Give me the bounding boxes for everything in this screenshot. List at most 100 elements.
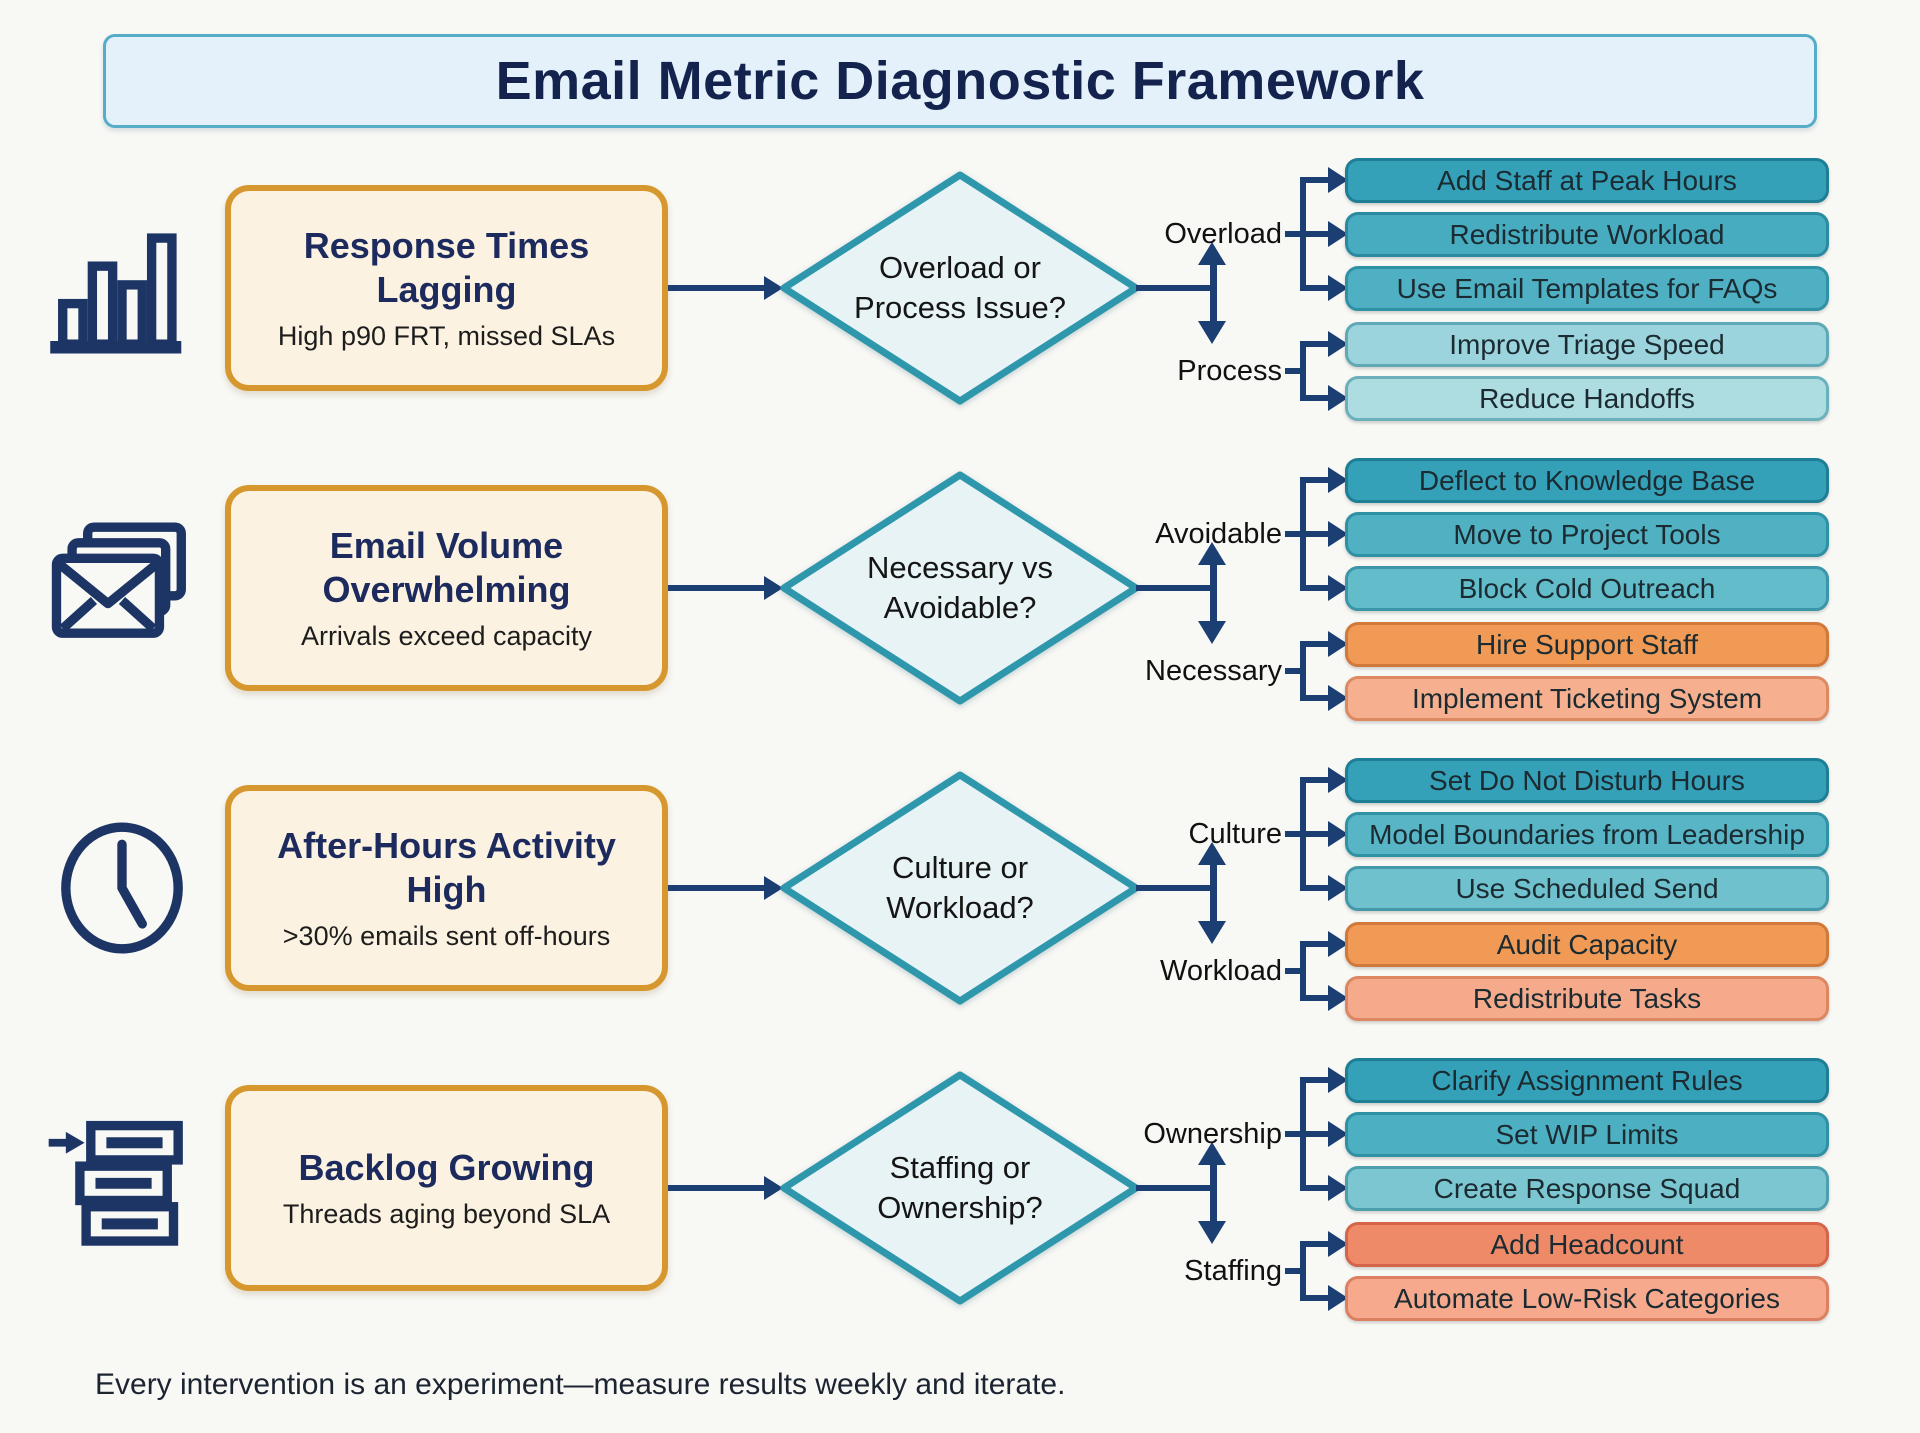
action-box: Redistribute Tasks — [1345, 976, 1829, 1021]
page-title-box: Email Metric Diagnostic Framework — [103, 34, 1817, 128]
branch-label-top: Culture — [1188, 818, 1283, 850]
action-box: Add Staff at Peak Hours — [1345, 158, 1829, 203]
connector-line — [1285, 368, 1302, 374]
connector-line — [1285, 231, 1302, 237]
clock-icon — [44, 810, 200, 966]
arrowhead-right-icon — [1328, 685, 1348, 711]
problem-title: Response Times Lagging — [303, 224, 590, 310]
action-box: Use Scheduled Send — [1345, 866, 1829, 911]
problem-box: Email Volume Overwhelming Arrivals excee… — [225, 485, 668, 691]
footer-note: Every intervention is an experiment—meas… — [95, 1368, 1066, 1401]
arrowhead-right-icon — [1328, 1175, 1348, 1201]
action-box: Reduce Handoffs — [1345, 376, 1829, 421]
connector-line — [1300, 285, 1332, 291]
connector-line — [1300, 395, 1332, 401]
action-box: Hire Support Staff — [1345, 622, 1829, 667]
connector-line — [1285, 531, 1302, 537]
arrowhead-right-icon — [764, 1176, 783, 1200]
connector-line — [1285, 668, 1302, 674]
envelopes-icon — [44, 510, 200, 666]
action-label: Reduce Handoffs — [1479, 382, 1695, 414]
branch-bracket — [1300, 1241, 1306, 1301]
problem-box: After-Hours Activity High >30% emails se… — [225, 785, 668, 991]
arrowhead-right-icon — [764, 876, 783, 900]
connector-line — [1300, 941, 1332, 947]
decision-diamond — [780, 771, 1140, 1005]
branch-split-arrow — [1210, 564, 1217, 622]
connector-line — [1300, 1241, 1332, 1247]
action-box: Audit Capacity — [1345, 922, 1829, 967]
action-box: Set WIP Limits — [1345, 1112, 1829, 1157]
branch-bracket — [1300, 941, 1306, 1001]
connector-line — [1136, 885, 1213, 891]
arrowhead-right-icon — [1328, 1231, 1348, 1257]
decision-line-1: Culture or — [891, 850, 1029, 886]
action-box: Set Do Not Disturb Hours — [1345, 758, 1829, 803]
connector-line — [1285, 831, 1302, 837]
arrowhead-down-icon — [1198, 1221, 1226, 1244]
problem-subtitle: High p90 FRT, missed SLAs — [277, 321, 616, 352]
action-box: Redistribute Workload — [1345, 212, 1829, 257]
connector-line — [1300, 641, 1332, 647]
action-label: Create Response Squad — [1433, 1172, 1741, 1204]
connector-line — [1300, 531, 1332, 537]
branch-label-bottom: Process — [1177, 355, 1282, 387]
connector-line — [1300, 1295, 1332, 1301]
decision-text: Culture or Workload? — [803, 830, 1117, 946]
action-box: Implement Ticketing System — [1345, 676, 1829, 721]
branch-split-arrow — [1210, 864, 1217, 922]
action-label: Use Scheduled Send — [1455, 872, 1719, 904]
backlog-icon — [44, 1110, 200, 1266]
arrowhead-right-icon — [1328, 931, 1348, 957]
arrowhead-right-icon — [1328, 821, 1348, 847]
branch-bracket — [1300, 641, 1306, 701]
action-label: Improve Triage Speed — [1449, 328, 1725, 360]
connector-line — [1300, 1185, 1332, 1191]
action-label: Implement Ticketing System — [1411, 682, 1763, 714]
connector-line — [1300, 231, 1332, 237]
arrowhead-down-icon — [1198, 321, 1226, 344]
action-label: Redistribute Workload — [1449, 218, 1725, 250]
connector-line — [1300, 177, 1332, 183]
connector-line — [1300, 885, 1332, 891]
arrowhead-right-icon — [1328, 167, 1348, 193]
arrowhead-right-icon — [1328, 1121, 1348, 1147]
decision-text: Staffing or Ownership? — [803, 1130, 1117, 1246]
problem-title: Email Volume Overwhelming — [322, 524, 571, 610]
action-box: Deflect to Knowledge Base — [1345, 458, 1829, 503]
connector-line — [1285, 1131, 1302, 1137]
diagnostic-row: After-Hours Activity High >30% emails se… — [0, 738, 1920, 1038]
arrowhead-right-icon — [1328, 1067, 1348, 1093]
decision-line-1: Staffing or — [889, 1150, 1031, 1186]
branch-label-bottom: Workload — [1160, 955, 1282, 987]
arrowhead-right-icon — [1328, 221, 1348, 247]
action-label: Audit Capacity — [1496, 928, 1678, 960]
connector-line — [1300, 831, 1332, 837]
action-label: Block Cold Outreach — [1458, 572, 1716, 604]
problem-subtitle: Arrivals exceed capacity — [300, 621, 593, 652]
problem-box: Backlog Growing Threads aging beyond SLA — [225, 1085, 668, 1291]
action-box: Use Email Templates for FAQs — [1345, 266, 1829, 311]
arrowhead-right-icon — [1328, 467, 1348, 493]
arrowhead-up-icon — [1198, 242, 1226, 265]
problem-box: Response Times Lagging High p90 FRT, mis… — [225, 185, 668, 391]
action-label: Add Staff at Peak Hours — [1437, 164, 1737, 196]
connector-line — [1136, 1185, 1213, 1191]
arrowhead-right-icon — [764, 576, 783, 600]
action-box: Move to Project Tools — [1345, 512, 1829, 557]
connector-line — [1300, 995, 1332, 1001]
action-label: Redistribute Tasks — [1472, 982, 1702, 1014]
diagnostic-row: Email Volume Overwhelming Arrivals excee… — [0, 438, 1920, 738]
arrowhead-right-icon — [1328, 331, 1348, 357]
arrowhead-down-icon — [1198, 621, 1226, 644]
connector-line — [1300, 777, 1332, 783]
diagnostic-row: Backlog Growing Threads aging beyond SLA… — [0, 1038, 1920, 1338]
branch-label-top: Overload — [1164, 218, 1282, 250]
decision-diamond — [780, 1071, 1140, 1305]
arrowhead-right-icon — [1328, 875, 1348, 901]
decision-text: Necessary vs Avoidable? — [803, 530, 1117, 646]
branch-bracket — [1300, 341, 1306, 401]
problem-subtitle: Threads aging beyond SLA — [282, 1199, 611, 1230]
branch-split-arrow — [1210, 264, 1217, 322]
decision-line-2: Avoidable? — [883, 590, 1037, 625]
